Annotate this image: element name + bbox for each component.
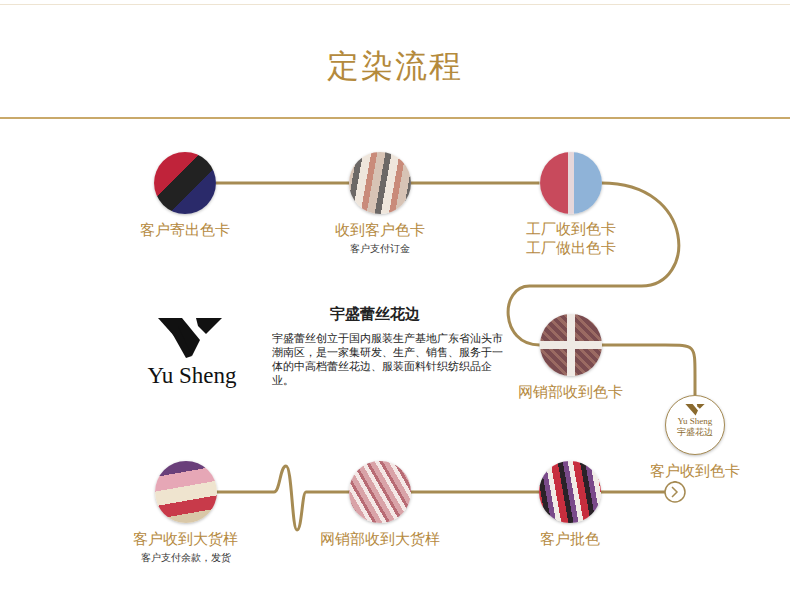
logo-mark <box>685 404 705 416</box>
step-node: 客户收到大货样客户支付余款，发货 <box>131 461 240 565</box>
step-label: 收到客户色卡 <box>335 220 425 240</box>
diagram-title: 定染流程 <box>0 46 790 86</box>
step-label: 网销部收到色卡 <box>518 382 623 402</box>
logo-mark <box>158 318 222 358</box>
step-node: 网销部收到色卡 <box>516 314 625 402</box>
logo-wordmark: Yu Sheng <box>134 362 250 390</box>
header-rule <box>0 117 790 119</box>
photo-circle <box>539 461 601 523</box>
photo-circle <box>349 461 411 523</box>
photo-circle <box>540 314 602 376</box>
step-note: 客户支付订金 <box>350 242 410 256</box>
step-note: 客户支付余款，发货 <box>141 551 231 565</box>
flow-connector <box>508 183 679 345</box>
photo-circle <box>349 152 411 214</box>
top-rule <box>0 4 790 5</box>
photo-circle: Yu Sheng宇盛花边 <box>665 395 725 455</box>
company-name: 宇盛蕾丝花边 <box>330 304 460 324</box>
step-node: Yu Sheng宇盛花边客户收到色卡 <box>648 395 742 481</box>
step-label: 网销部收到大货样 <box>320 529 440 549</box>
flow-connector <box>217 466 350 530</box>
step-label: 客户批色 <box>540 529 600 549</box>
step-node: 网销部收到大货样 <box>318 461 442 549</box>
flow-connector <box>216 182 349 185</box>
photo-circle <box>155 461 217 523</box>
chevron-marker <box>665 482 685 502</box>
step-node: 工厂收到色卡 工厂做出色卡 <box>521 152 620 258</box>
photo-circle <box>540 152 602 214</box>
step-label: 客户收到大货样 <box>133 529 238 549</box>
flow-connector <box>411 491 539 494</box>
step-label: 客户寄出色卡 <box>140 220 230 240</box>
photo-circle <box>154 152 216 214</box>
step-label: 工厂收到色卡 工厂做出色卡 <box>523 220 618 258</box>
step-label: 客户收到色卡 <box>650 461 740 481</box>
step-node: 收到客户色卡客户支付订金 <box>333 152 427 256</box>
step-node: 客户批色 <box>537 461 603 549</box>
step-node: 客户寄出色卡 <box>138 152 232 240</box>
brand-name: 宇盛花边 <box>677 426 713 438</box>
logo-text: Yu Sheng <box>678 416 713 426</box>
flow-connector <box>601 481 675 492</box>
company-intro: 宇盛蕾丝创立于国内服装生产基地广东省汕头市潮南区，是一家集研发、生产、销售、服务… <box>272 332 508 388</box>
flow-connector <box>411 182 540 185</box>
